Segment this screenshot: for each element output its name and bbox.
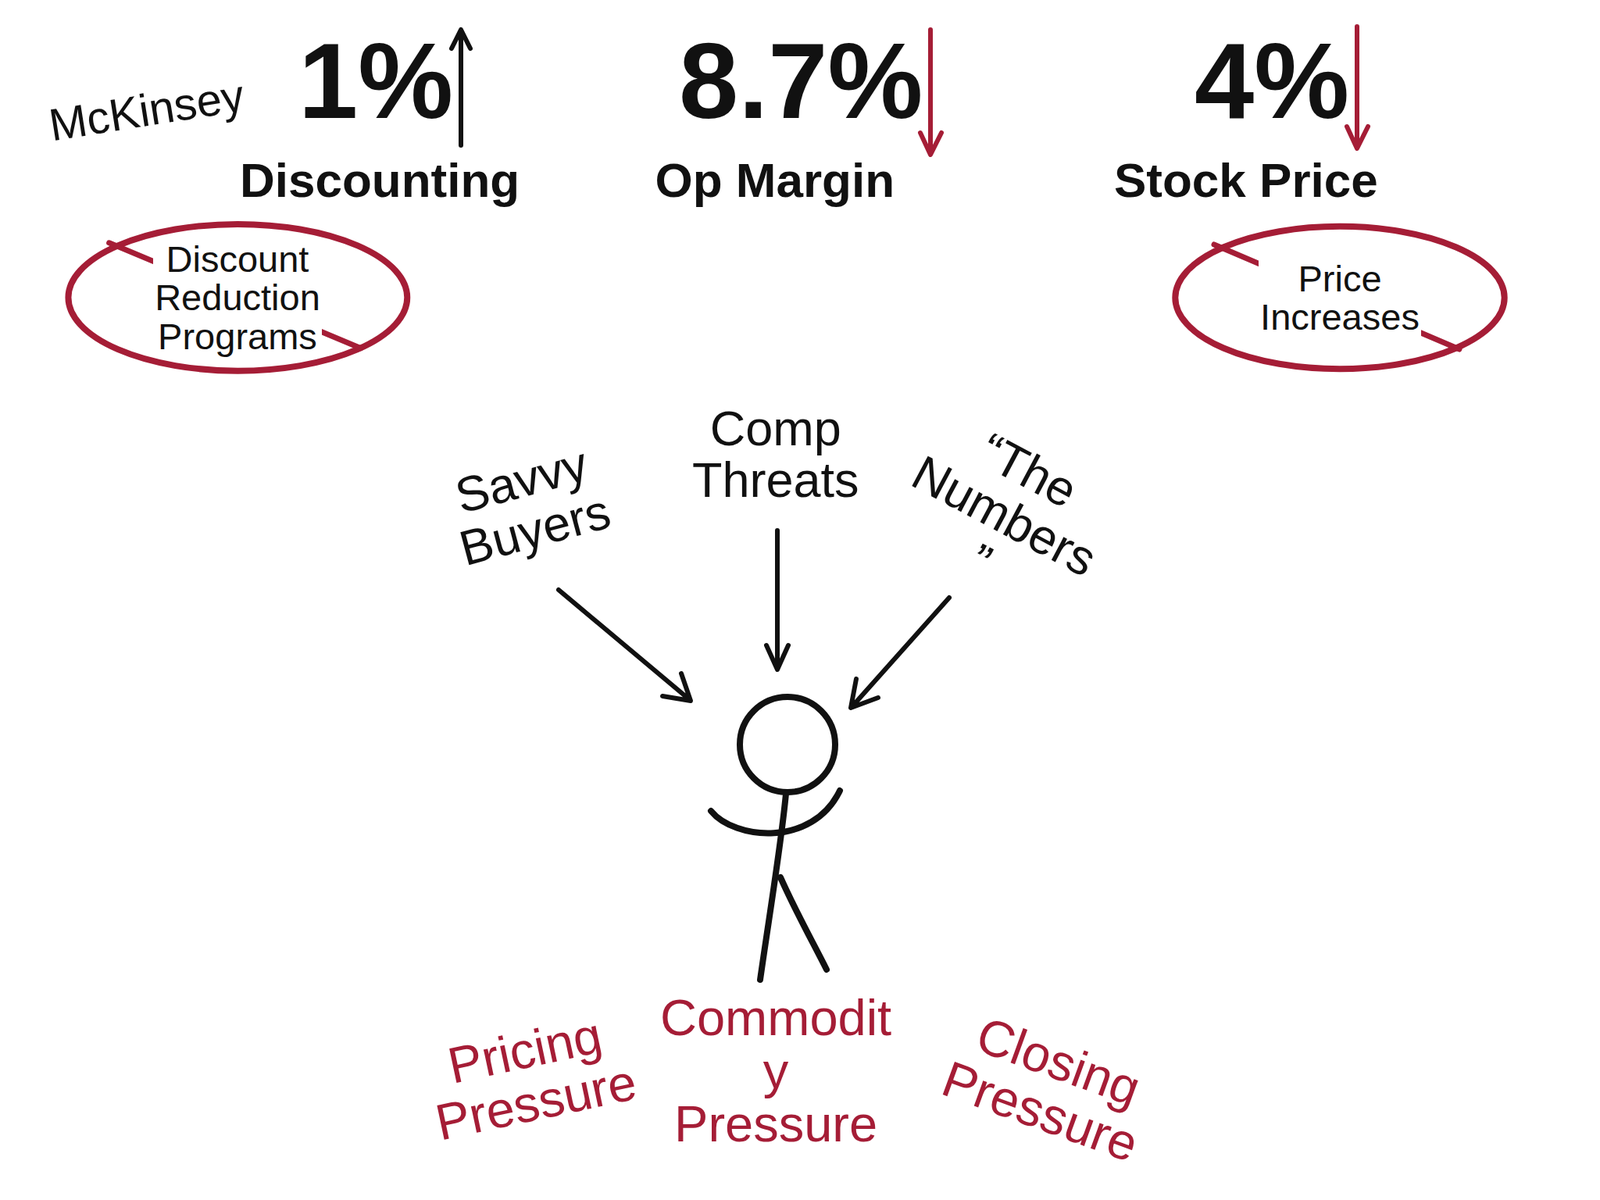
down-arrow	[1346, 26, 1368, 149]
ellipse-shape	[67, 224, 408, 372]
node-text: Price Increases	[1258, 259, 1422, 337]
node-text: Discount Reduction Programs	[153, 239, 322, 356]
pressure-arrow	[558, 589, 691, 701]
stat-label: Stock Price	[1114, 154, 1379, 206]
stick-figure-arms	[710, 790, 840, 833]
stick-figure-head	[739, 696, 836, 793]
pressure-arrow	[766, 530, 789, 670]
node-content: Discount Reduction Programs	[64, 221, 411, 375]
crossed-out-ellipse: Discount Reduction Programs	[64, 221, 411, 375]
stick-figure-leg	[780, 877, 827, 970]
stat-label: Op Margin	[655, 154, 896, 206]
force-label: Savvy Buyers	[440, 435, 616, 575]
stat-value: 8.7%	[678, 25, 923, 138]
down-arrow	[920, 29, 942, 155]
source-label: McKinsey	[45, 71, 247, 149]
pressure-label: Pricing Pressure	[420, 1003, 642, 1150]
stat-label: Discounting	[239, 154, 520, 206]
node-content: Price Increases	[1171, 223, 1508, 372]
ellipse-shape	[1175, 226, 1504, 369]
pressure-arrow	[850, 597, 950, 708]
force-label: Comp Threats	[692, 402, 860, 506]
crossed-out-ellipse: Price Increases	[1171, 223, 1508, 372]
pressure-label: Closing Pressure	[935, 1001, 1163, 1172]
stat-value: 1%	[298, 25, 454, 138]
force-label: “The Numbers ”	[879, 400, 1129, 632]
up-arrow	[451, 29, 471, 146]
strike-line	[1214, 244, 1460, 350]
stat-value: 4%	[1194, 25, 1350, 138]
pressure-label: Commodit y Pressure	[660, 991, 892, 1152]
